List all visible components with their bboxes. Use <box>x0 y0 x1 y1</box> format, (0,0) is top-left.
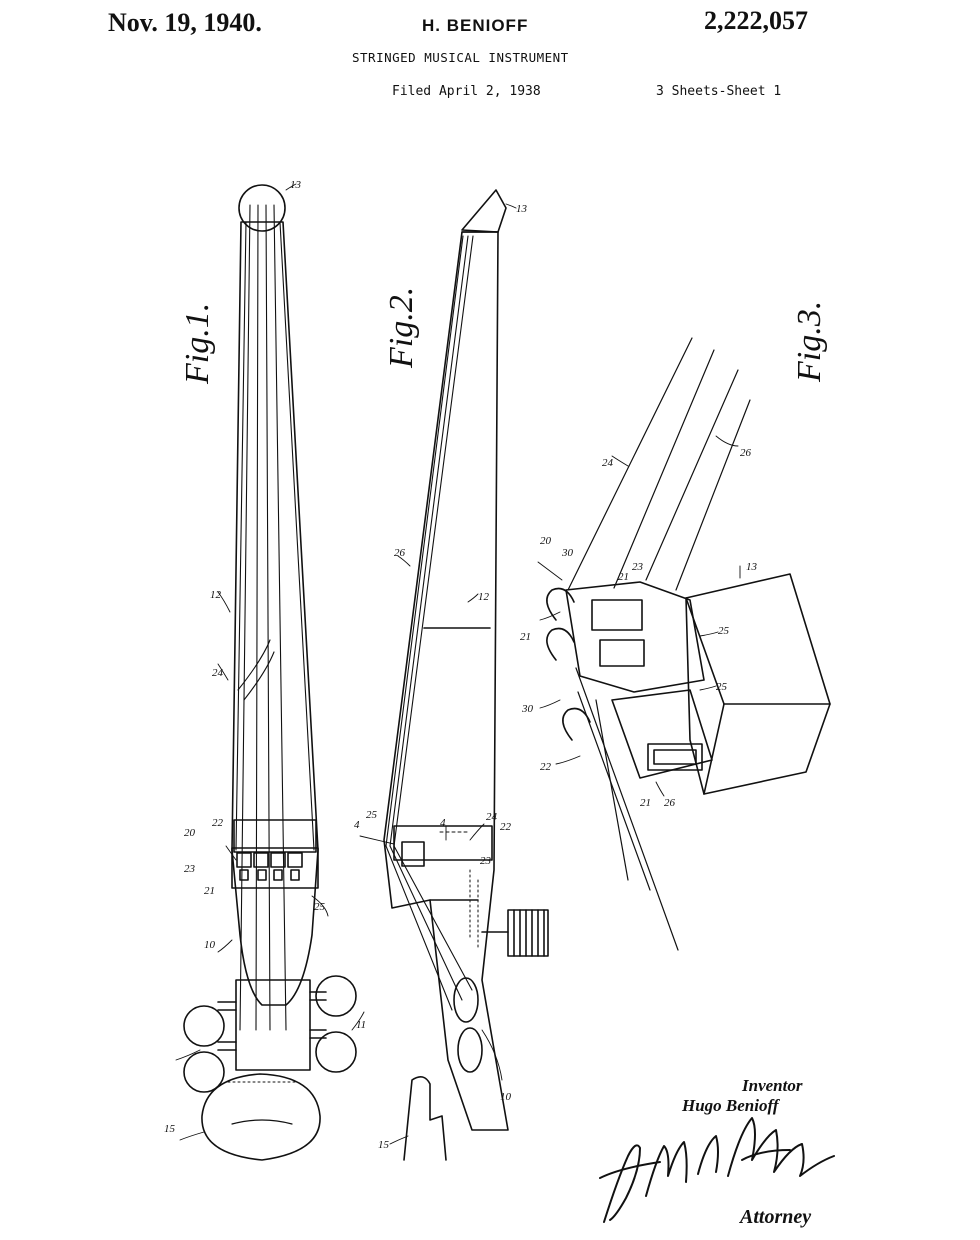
fig3-pickup-bottom <box>611 689 713 779</box>
inventor-label: Inventor <box>742 1076 803 1095</box>
fig2-peg-lower <box>457 1027 483 1073</box>
fig1-bridge-top <box>233 819 317 853</box>
ref-numeral-11: 11 <box>356 1019 366 1031</box>
fig3-coil-2 <box>546 627 575 661</box>
ref-numeral-4: 4 <box>354 819 360 831</box>
figure-2-drawing <box>359 189 549 1161</box>
fig2-tuning-knob <box>507 909 549 957</box>
fig2-neck-outline <box>383 231 509 1131</box>
ref-numeral-25: 25 <box>314 901 326 913</box>
ref-numeral-15: 15 <box>164 1123 176 1135</box>
fig1-scroll-disc <box>238 184 286 232</box>
ref-numeral-10-fig2: 10 <box>500 1091 512 1103</box>
ref-numeral-22-fig3: 22 <box>540 761 552 773</box>
ref-numeral-13: 13 <box>290 179 302 191</box>
fig1-pegbox <box>235 979 311 1071</box>
ref-numeral-24-fig2: 24 <box>486 811 498 823</box>
inventor-name-header: H. BENIOFF <box>422 16 529 35</box>
ref-numeral-21: 21 <box>204 885 215 897</box>
attorney-signature <box>599 1117 835 1223</box>
fig3-block <box>685 573 831 795</box>
fig3-label: Fig.3. <box>791 301 828 383</box>
ref-numeral-20: 20 <box>184 827 196 839</box>
ref-numeral-13-fig3: 13 <box>746 561 758 573</box>
fig2-peg-upper <box>453 977 479 1023</box>
ref-numeral-30: 30 <box>561 547 574 559</box>
fig1-pickups <box>236 852 303 881</box>
filed-date: Filed April 2, 1938 <box>392 84 541 99</box>
ref-numeral-25-fig2: 25 <box>366 809 378 821</box>
attorney-label: Attorney <box>740 1206 812 1228</box>
ref-numeral-25-fig3-b: 25 <box>716 681 728 693</box>
ref-numeral-26-fig3: 26 <box>740 447 752 459</box>
ref-numeral-20-fig3: 20 <box>540 535 552 547</box>
ref-numeral-13-fig2: 13 <box>516 203 528 215</box>
ref-numeral-26-fig3-b: 26 <box>664 797 676 809</box>
fig1-base <box>201 1073 321 1161</box>
fig3-coil-3 <box>562 707 591 741</box>
fig2-strings <box>385 235 474 1011</box>
fig1-label: Fig.1. <box>179 303 216 385</box>
patent-date: Nov. 19, 1940. <box>108 8 262 37</box>
ref-numeral-15-fig2: 15 <box>378 1139 390 1151</box>
fig2-foot <box>403 1076 447 1161</box>
ref-numeral-23-fig2: 23 <box>480 855 492 867</box>
ref-numeral-22-fig2: 22 <box>500 821 512 833</box>
ref-numeral-21-fig3-b: 21 <box>520 631 531 643</box>
fig2-bridge <box>393 825 493 861</box>
ref-numeral-12-fig2: 12 <box>478 591 490 603</box>
fig3-coil-1 <box>546 587 575 621</box>
fig1-strings <box>235 204 315 1031</box>
ref-numeral-12: 12 <box>210 589 222 601</box>
ref-numeral-26: 26 <box>394 547 406 559</box>
fig3-magnet-3 <box>647 743 703 771</box>
ref-numeral-10: 10 <box>204 939 216 951</box>
ref-numeral-22: 22 <box>212 817 224 829</box>
ref-numeral-30-fig3: 30 <box>521 703 534 715</box>
ref-numeral-24-fig3: 24 <box>602 457 614 469</box>
figure-1-drawing <box>175 183 365 1161</box>
fig3-magnet-1 <box>591 599 643 631</box>
ref-numeral-23: 23 <box>184 863 196 875</box>
inventor-signature-name: Hugo Benioff <box>682 1096 779 1115</box>
fig1-tuning-pegs <box>183 975 357 1093</box>
ref-numeral-25-fig3: 25 <box>718 625 730 637</box>
fig3-rails <box>567 337 751 951</box>
ref-numeral-23-fig3: 23 <box>632 561 644 573</box>
figure-3-drawing <box>537 337 831 951</box>
ref-numeral-24: 24 <box>212 667 224 679</box>
fig2-head <box>461 189 507 233</box>
fig3-magnet-2 <box>599 639 645 667</box>
sheet-count: 3 Sheets-Sheet 1 <box>656 84 782 99</box>
ref-numeral-21-fig3-c: 21 <box>640 797 651 809</box>
patent-number: 2,222,057 <box>704 6 808 35</box>
fig2-label: Fig.2. <box>383 287 420 369</box>
fig1-pickup-frame <box>231 847 319 889</box>
ref-numeral-4-b: 4 <box>440 817 446 829</box>
ref-numeral-21-fig3: 21 <box>618 571 629 583</box>
patent-title: STRINGED MUSICAL INSTRUMENT <box>352 50 569 65</box>
fig3-pickup-top <box>565 581 705 693</box>
